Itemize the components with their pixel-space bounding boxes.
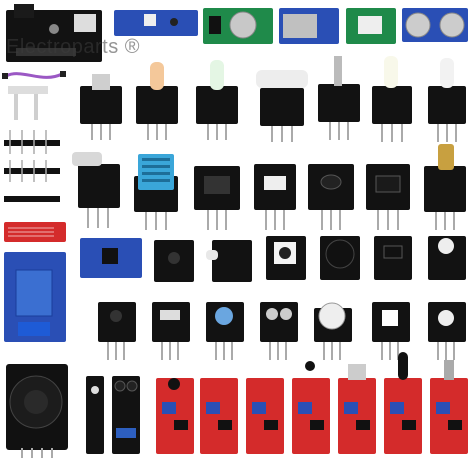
sensor-module-row2-6 — [372, 56, 412, 142]
watermark-text: Electroparts ® — [6, 36, 141, 58]
sensor-module-row4-3 — [206, 240, 252, 282]
led-module-row4 — [428, 236, 466, 280]
red-module-3 — [246, 378, 284, 454]
sensor-module-row5-3 — [206, 302, 244, 360]
buzzer-module — [320, 236, 360, 280]
sensor-module-row5-2 — [152, 302, 190, 360]
sensor-module-row3-3 — [194, 166, 240, 230]
obstacle-sensor-module — [112, 376, 140, 454]
soil-moisture-probe — [8, 86, 48, 120]
red-module-1 — [156, 378, 194, 454]
sensor-module-row2-4 — [256, 70, 308, 142]
rotary-encoder-module — [428, 302, 466, 360]
blue-module-top — [114, 10, 198, 36]
sensor-module-row2-7 — [428, 58, 466, 142]
breadboard-power-module — [6, 4, 102, 62]
water-level-sensor — [4, 222, 66, 242]
sensor-module-row3-4 — [254, 164, 296, 230]
sensor-module-row3-5 — [308, 164, 354, 230]
dht11-module — [134, 154, 178, 230]
sensor-module-row5-4 — [260, 302, 298, 360]
red-module-4 — [292, 361, 330, 454]
pin-header-set — [4, 130, 60, 202]
button-module — [266, 236, 306, 280]
laser-module — [424, 144, 466, 230]
red-module-5 — [338, 364, 376, 454]
tracking-sensor-module — [86, 376, 104, 454]
buzzer-module-row5 — [314, 302, 352, 360]
sd-card-module — [279, 8, 339, 44]
red-module-7 — [430, 360, 468, 454]
sensor-module-row5-1 — [98, 302, 136, 360]
red-module-2 — [200, 378, 238, 454]
joystick-module — [6, 364, 68, 458]
ultrasonic-module — [402, 8, 468, 42]
rtc-module — [203, 8, 273, 44]
sensor-module-row4-2 — [154, 240, 194, 282]
relay-module — [4, 252, 66, 342]
gyro-module — [80, 238, 142, 278]
ir-module — [374, 236, 412, 280]
jumper-cable — [2, 71, 66, 79]
sensor-module-row2-3 — [196, 60, 238, 140]
sensor-module-row3-6 — [366, 164, 410, 230]
red-module-6 — [384, 352, 422, 454]
green-sensor-module — [346, 8, 396, 44]
sensor-module-row2-1 — [80, 74, 122, 140]
sensor-module-row2-2 — [136, 62, 178, 140]
sensor-module-row3-1 — [72, 152, 120, 228]
sensor-module-row2-5 — [318, 56, 360, 140]
rgb-led-module — [372, 302, 410, 360]
